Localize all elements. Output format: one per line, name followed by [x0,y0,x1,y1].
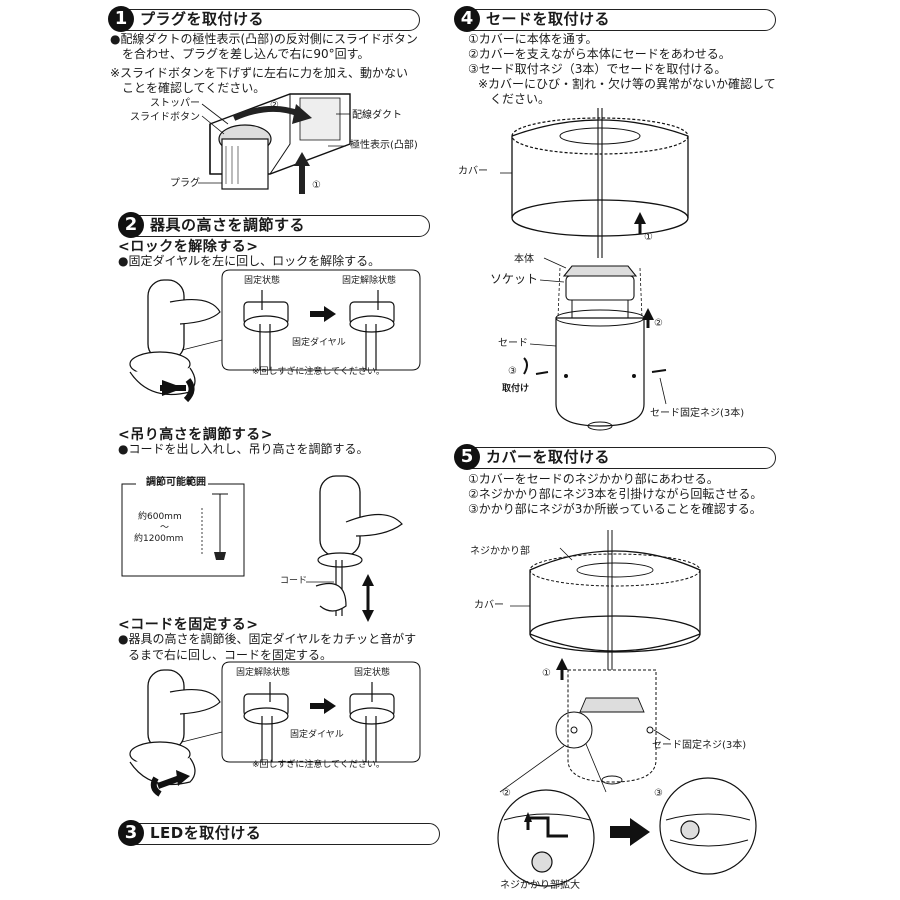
instruction-line: ③かかり部にネジが3か所嵌っていることを確認する。 [468,502,762,516]
label-state-released: 固定解除状態 [342,276,397,286]
cord-adjust-illustration [306,475,403,622]
caution-line: ※カバーにひび・割れ・欠け等の異常がないか確認して [478,77,776,91]
section-title: LEDを取付ける [150,824,262,842]
label-step-2: ② [502,788,511,799]
instruction-line: ③セード取付ネジ（3本）でセードを取付ける。 [468,62,727,76]
label-cover: カバー [458,166,488,177]
range-max: 約1200mm [134,534,184,544]
section-2-header: 2 器具の高さを調節する [118,212,430,238]
range-min: 約600mm [138,512,182,522]
step-number-badge: 2 [118,212,144,238]
subheading-unlock: <ロックを解除する> [118,239,259,255]
instruction-line: を合わせ、プラグを差し込んで右に90°回す。 [122,47,370,61]
subheading-height: <吊り高さを調節する> [118,427,273,443]
section-3-header: 3 LEDを取付ける [118,820,440,846]
step-number-badge: 1 [108,6,134,32]
instruction-line: ●配線ダクトの極性表示(凸部)の反対側にスライドボタン [110,32,418,46]
label-attach: 取付け [502,384,530,394]
label-stopper: ストッパー [150,98,200,109]
note-overturn: ※回しすぎに注意してください。 [252,760,385,770]
step-number-badge: 4 [454,6,480,32]
label-step-2: ② [270,100,279,111]
cover-attach-illustration [499,530,701,793]
instruction-line: ●コードを出し入れし、吊り高さを調節する。 [118,442,369,456]
section-title: カバーを取付ける [486,448,611,466]
section-title: プラグを取付ける [140,10,265,28]
label-polarity: 極性表示(凸部) [350,140,418,151]
section-1-header: 1 プラグを取付ける [108,6,420,32]
section-title: 器具の高さを調節する [150,216,306,234]
label-shade-screw: セード固定ネジ(3本) [652,740,747,751]
note-overturn: ※回しすぎに注意してください。 [252,367,385,377]
range-title: 調節可能範囲 [146,477,206,488]
label-hook-part: ネジかかり部 [470,546,530,557]
label-step-2: ② [654,318,663,329]
label-plug: プラグ [170,178,200,189]
label-step-1: ① [542,668,551,679]
label-shade: セード [498,338,528,349]
instruction-line: ●固定ダイヤルを左に回し、ロックを解除する。 [118,254,381,268]
unlock-hand-illustration [129,279,221,403]
plug-duct-illustration [198,93,351,194]
label-slide-button: スライドボタン [130,112,200,123]
label-state-fixed: 固定状態 [244,276,281,286]
instruction-line: ①カバーをセードのネジかかり部にあわせる。 [468,472,719,486]
label-cord: コード [280,576,308,586]
caution-line: ことを確認してください。 [122,81,266,95]
instruction-line: るまで右に回し、コードを固定する。 [128,648,333,662]
subheading-fix-cord: <コードを固定する> [118,617,259,633]
range-tilde: 〜 [160,523,170,533]
instruction-line: ②カバーを支えながら本体にセードをあわせる。 [468,47,731,61]
section-4-header: 4 セードを取付ける [454,6,776,32]
dial-detail-frame-2 [181,661,421,763]
instruction-line: ●器具の高さを調節後、固定ダイヤルをカチッと音がす [118,632,417,646]
label-shade-screw: セード固定ネジ(3本) [650,408,745,419]
caution-line: ください。 [490,92,551,106]
shade-assembly-illustration [500,108,689,431]
label-socket: ソケット [490,272,539,286]
label-step-1: ① [312,180,321,191]
label-state-released: 固定解除状態 [236,668,291,678]
label-state-fixed: 固定状態 [354,668,391,678]
caution-line: ※スライドボタンを下げずに左右に力を加え、動かない [110,66,409,80]
label-cover: カバー [474,600,504,611]
label-step-3: ③ [508,366,517,377]
step-number-badge: 3 [118,820,144,846]
label-step-1: ① [644,232,653,243]
label-fixed-dial: 固定ダイヤル [292,338,346,348]
label-fixed-dial: 固定ダイヤル [290,730,344,740]
instruction-line: ①カバーに本体を通す。 [468,32,598,46]
instruction-line: ②ネジかかり部にネジ3本を引掛けながら回転させる。 [468,487,763,501]
section-title: セードを取付ける [486,10,611,28]
label-duct: 配線ダクト [352,110,402,121]
label-body: 本体 [514,254,534,265]
height-range-frame [121,480,245,577]
label-hook-zoom: ネジかかり部拡大 [500,880,580,891]
dial-detail-frame [181,269,421,371]
step-number-badge: 5 [454,444,480,470]
label-step-3: ③ [654,788,663,799]
hook-zoom-detail [497,777,757,887]
lock-hand-illustration [129,669,221,797]
section-5-header: 5 カバーを取付ける [454,444,776,470]
